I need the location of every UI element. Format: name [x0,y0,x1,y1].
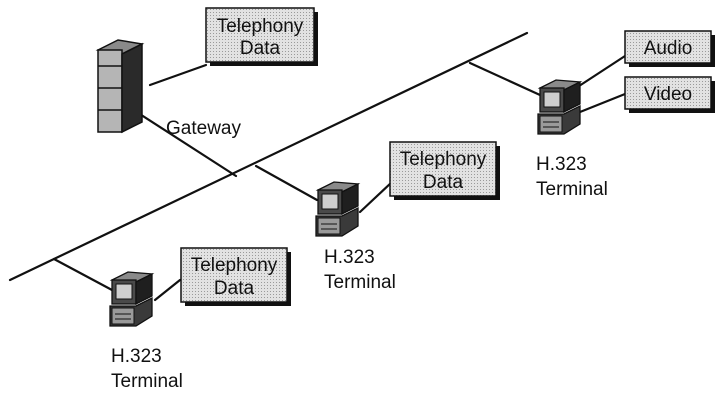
audio-box: Audio [624,30,715,67]
gateway-data-line-1: Telephony [217,16,304,37]
terminal-left-data-link [153,278,182,302]
gateway-label: Gateway [166,118,241,139]
terminal-center-label-line-1: H.323 [324,247,375,268]
terminal-right-device [537,79,583,135]
terminal-center-link [254,164,319,202]
video-label: Video [644,84,692,105]
terminal-left-label-line-1: H.323 [111,346,162,367]
audio-label: Audio [644,38,693,59]
gateway-data-line-2: Data [240,38,281,59]
gateway-data-link [148,63,208,87]
terminal-left-data-line-2: Data [214,278,255,299]
terminal-right-label-line-2: Terminal [536,179,608,200]
backbone-line [8,31,529,282]
terminal-center-data-line-1: Telephony [400,149,487,170]
terminal-center-label-line-2: Terminal [324,272,396,293]
gateway-data-box: Telephony Data [205,7,318,66]
terminal-right-video-link [578,92,627,114]
terminal-right-label-line-1: H.323 [536,154,587,175]
terminal-center-data-box: Telephony Data [389,141,500,200]
terminal-right-audio-link [574,54,627,90]
terminal-right-link [468,61,542,97]
terminal-left-data-line-1: Telephony [191,255,278,276]
terminal-left-link [52,257,114,292]
gateway-device [95,39,145,134]
terminal-center-data-line-2: Data [423,172,464,193]
terminal-center-data-link [358,180,394,214]
terminal-left-data-box: Telephony Data [180,247,291,306]
terminal-center-device [315,181,361,237]
terminal-left-label-line-2: Terminal [111,371,183,392]
terminal-left-device [109,271,155,327]
video-box: Video [624,76,715,113]
